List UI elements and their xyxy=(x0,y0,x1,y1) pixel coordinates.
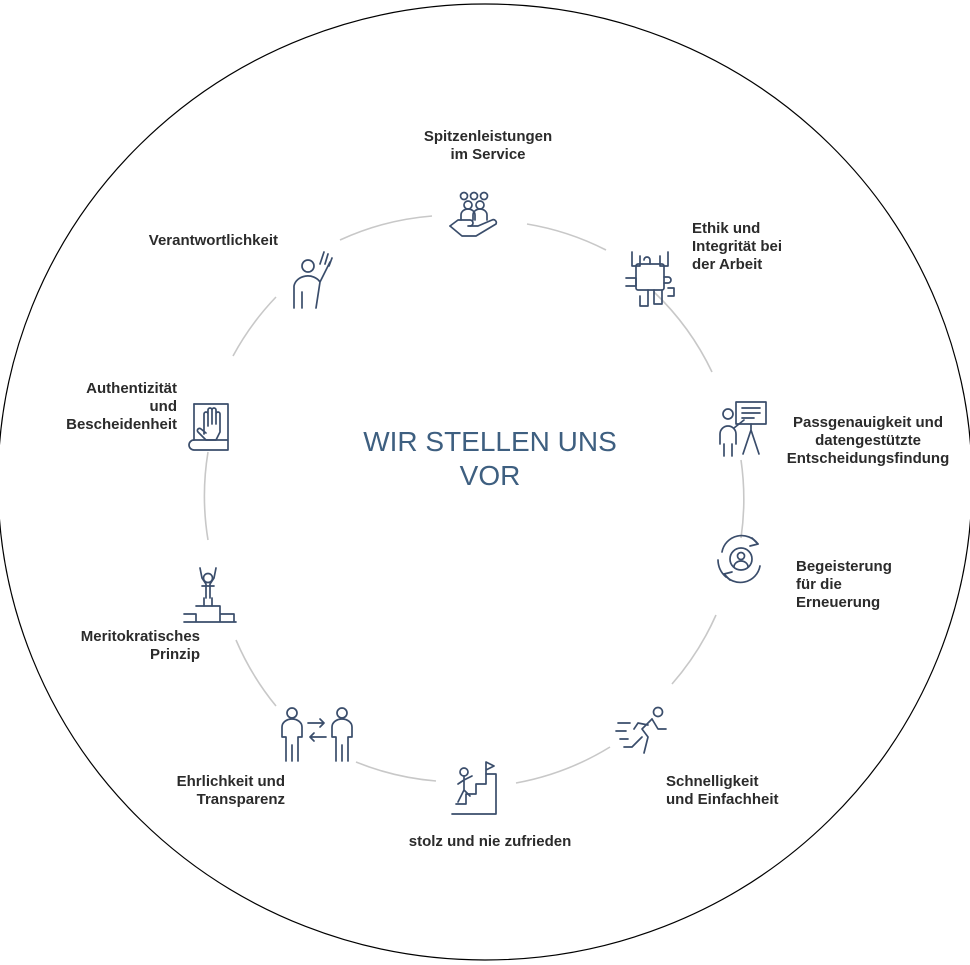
label-passgenauigkeit: Passgenauigkeit und datengestützte Entsc… xyxy=(786,414,950,467)
hand-holding-people-icon xyxy=(446,190,502,240)
label-stolz: stolz und nie zufrieden xyxy=(408,833,572,850)
presentation-board-icon xyxy=(718,398,770,458)
running-person-icon xyxy=(614,705,672,757)
hand-on-book-icon xyxy=(184,400,240,458)
climbing-steps-flag-icon xyxy=(448,760,500,818)
label-authentizitaet: Authentizität und Bescheidenheit xyxy=(66,380,177,433)
person-refresh-cycle-icon xyxy=(712,530,770,588)
label-ehrlichkeit: Ehrlichkeit und Transparenz xyxy=(176,773,285,808)
label-schnelligkeit: Schnelligkeit und Einfachheit xyxy=(666,773,779,808)
label-meritokratisches: Meritokratisches Prinzip xyxy=(80,628,200,663)
label-ethik: Ethik und Integrität bei der Arbeit xyxy=(692,220,783,273)
label-begeisterung: Begeisterung für die Erneuerung xyxy=(796,558,892,611)
label-verantwortlichkeit: Verantwortlichkeit xyxy=(148,232,278,249)
outer-circle xyxy=(0,3,970,961)
label-spitzenleistungen: Spitzenleistungen im Service xyxy=(423,128,553,163)
raised-hand-person-icon xyxy=(290,248,340,310)
person-on-podium-icon xyxy=(180,566,240,626)
puzzle-hands-icon xyxy=(622,248,678,310)
center-title: WIR STELLEN UNS VOR xyxy=(363,426,617,491)
two-people-exchange-icon xyxy=(278,705,358,765)
inner-ring xyxy=(203,215,745,784)
